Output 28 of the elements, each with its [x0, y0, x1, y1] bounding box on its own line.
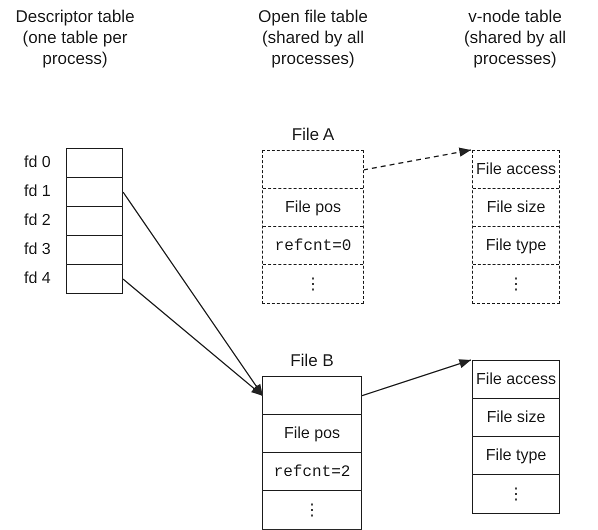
- row-label: fd 0: [24, 154, 52, 172]
- table-cell: File access: [473, 151, 559, 189]
- table-title: File B: [289, 350, 335, 372]
- table-cell: ⋮: [263, 491, 361, 529]
- row-label: fd 2: [24, 212, 52, 230]
- arrow: [122, 192, 264, 396]
- table-cell: File type: [473, 227, 559, 265]
- table-cell: File size: [473, 399, 559, 437]
- table-cell: ⋮: [263, 265, 363, 303]
- table-cell: ⋮: [473, 475, 559, 513]
- table-cell: File type: [473, 437, 559, 475]
- table-cell: refcnt=2: [263, 453, 361, 491]
- arrow: [122, 278, 264, 396]
- table-cell: ⋮: [473, 265, 559, 303]
- table-cell: File pos: [263, 189, 363, 227]
- column-heading: v-node table (shared by all processes): [462, 6, 568, 69]
- row-label: fd 3: [24, 241, 52, 259]
- row-label: fd 4: [24, 270, 52, 288]
- table-title: File A: [290, 124, 336, 146]
- table-cell: File access: [473, 361, 559, 399]
- column-heading: Open file table (shared by all processes): [257, 6, 369, 69]
- row-label: fd 1: [24, 183, 52, 201]
- table-cell: refcnt=0: [263, 227, 363, 265]
- table-cell: File size: [473, 189, 559, 227]
- arrow: [360, 359, 472, 397]
- arrow: [362, 148, 472, 171]
- table-cell: File pos: [263, 415, 361, 453]
- column-heading: Descriptor table (one table per process): [14, 6, 136, 69]
